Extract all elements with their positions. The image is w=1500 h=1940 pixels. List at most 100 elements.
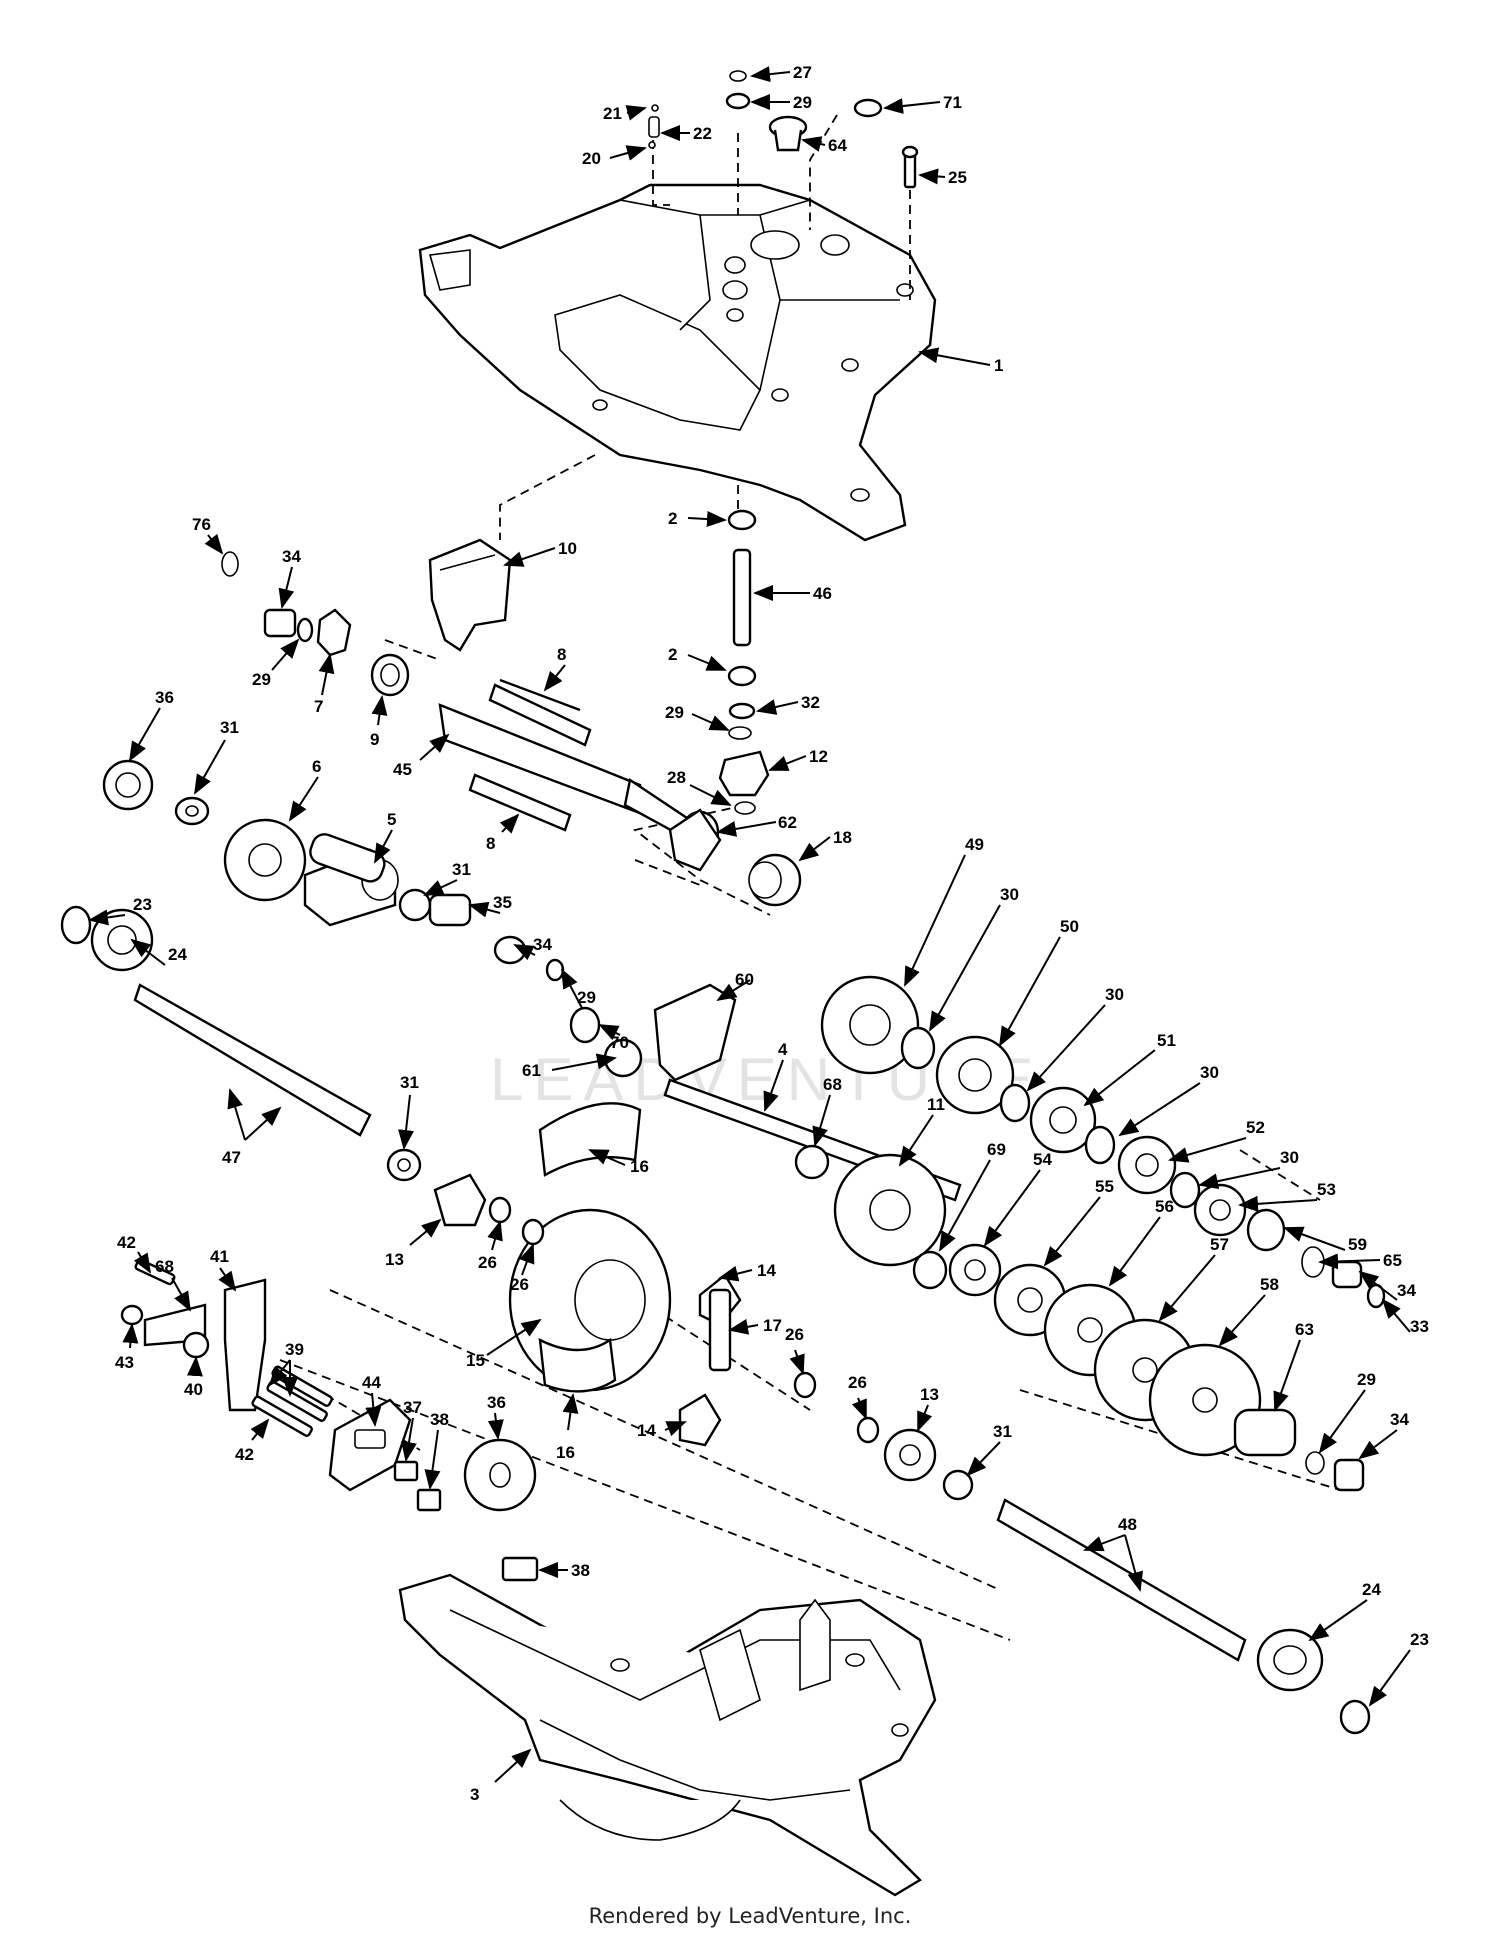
callout-31-right: 31 — [966, 1422, 1012, 1477]
svg-text:37: 37 — [403, 1398, 422, 1417]
svg-text:21: 21 — [603, 104, 622, 123]
callout-13-left: 13 — [385, 1218, 442, 1269]
callout-57: 57 — [1158, 1235, 1229, 1322]
callout-64: 64 — [801, 136, 847, 155]
svg-text:7: 7 — [314, 697, 323, 716]
callout-16-lower: 16 — [556, 1393, 579, 1462]
svg-text:43: 43 — [115, 1353, 134, 1372]
callout-61: 61 — [522, 1053, 617, 1080]
callout-26-d: 26 — [848, 1373, 867, 1420]
callout-23-left: 23 — [88, 895, 152, 926]
callout-11: 11 — [898, 1095, 945, 1167]
callout-26-b: 26 — [510, 1243, 535, 1294]
vertical-shaft-parts — [718, 509, 770, 815]
svg-text:26: 26 — [510, 1275, 529, 1294]
callout-23-right: 23 — [1368, 1630, 1429, 1707]
svg-text:16: 16 — [556, 1443, 575, 1462]
svg-text:36: 36 — [155, 688, 174, 707]
svg-text:33: 33 — [1410, 1317, 1429, 1336]
svg-text:32: 32 — [801, 693, 820, 712]
svg-text:8: 8 — [557, 645, 566, 664]
callout-62: 62 — [716, 813, 797, 837]
callout-38-upper: 38 — [424, 1410, 449, 1490]
svg-text:11: 11 — [927, 1095, 945, 1114]
svg-text:64: 64 — [828, 136, 847, 155]
svg-text:36: 36 — [487, 1393, 506, 1412]
svg-text:2: 2 — [668, 645, 677, 664]
callout-34-lower: 34 — [1358, 1410, 1409, 1460]
svg-text:17: 17 — [763, 1316, 782, 1335]
callout-30-a: 30 — [929, 885, 1019, 1032]
callout-28: 28 — [667, 768, 732, 806]
callout-34-mid: 34 — [513, 935, 552, 961]
callout-10: 10 — [503, 539, 577, 567]
callout-70: 70 — [598, 1024, 629, 1052]
svg-text:29: 29 — [577, 988, 596, 1007]
callout-49: 49 — [904, 835, 984, 987]
callout-40: 40 — [184, 1356, 203, 1399]
svg-text:53: 53 — [1317, 1180, 1336, 1199]
callout-46: 46 — [753, 584, 832, 603]
right-gear-stack — [820, 975, 1386, 1309]
svg-text:1: 1 — [994, 356, 1003, 375]
svg-text:26: 26 — [848, 1373, 867, 1392]
callout-18: 18 — [798, 828, 852, 862]
svg-text:41: 41 — [210, 1247, 229, 1266]
callout-6: 6 — [288, 757, 321, 822]
svg-text:5: 5 — [387, 810, 396, 829]
svg-text:26: 26 — [785, 1325, 804, 1344]
svg-text:4: 4 — [778, 1040, 788, 1059]
callout-9: 9 — [370, 695, 388, 749]
svg-text:20: 20 — [582, 149, 601, 168]
svg-text:14: 14 — [757, 1261, 776, 1280]
callout-34-left: 34 — [278, 547, 301, 609]
svg-text:8: 8 — [486, 834, 495, 853]
svg-text:34: 34 — [282, 547, 301, 566]
svg-text:71: 71 — [943, 93, 962, 112]
callout-52: 52 — [1168, 1118, 1265, 1163]
callouts: 27 29 71 21 22 64 20 25 1 2 10 76 34 29 … — [88, 63, 1429, 1804]
callout-41: 41 — [210, 1247, 237, 1292]
top-small-parts — [648, 70, 919, 189]
svg-text:28: 28 — [667, 768, 686, 787]
svg-text:14: 14 — [637, 1421, 656, 1440]
svg-text:46: 46 — [813, 584, 832, 603]
svg-text:31: 31 — [400, 1073, 419, 1092]
shift-linkage — [120, 1258, 539, 1582]
callout-20: 20 — [582, 145, 647, 168]
callout-65: 65 — [1318, 1251, 1402, 1270]
svg-text:31: 31 — [220, 718, 239, 737]
svg-text:16: 16 — [630, 1157, 649, 1176]
svg-text:24: 24 — [168, 945, 187, 964]
callout-29-top: 29 — [750, 93, 812, 112]
callout-5: 5 — [374, 810, 396, 864]
svg-text:38: 38 — [571, 1561, 590, 1580]
callout-43: 43 — [115, 1323, 139, 1372]
svg-text:30: 30 — [1280, 1148, 1299, 1167]
callout-58: 58 — [1218, 1275, 1279, 1347]
svg-text:29: 29 — [665, 703, 684, 722]
callout-39: 39 — [268, 1340, 304, 1397]
svg-text:60: 60 — [735, 970, 754, 989]
svg-text:10: 10 — [558, 539, 577, 558]
lower-housing — [398, 1573, 937, 1897]
svg-text:50: 50 — [1060, 917, 1079, 936]
svg-text:68: 68 — [823, 1075, 842, 1094]
svg-text:68: 68 — [155, 1257, 174, 1276]
svg-text:38: 38 — [430, 1410, 449, 1429]
main-shaft — [438, 678, 802, 907]
svg-text:2: 2 — [668, 509, 677, 528]
differential-parts — [488, 1196, 974, 1501]
callout-69: 69 — [939, 1140, 1006, 1252]
callout-8-upper: 8 — [543, 645, 566, 692]
callout-60: 60 — [716, 970, 754, 1002]
callout-4: 4 — [763, 1040, 788, 1112]
svg-text:29: 29 — [252, 670, 271, 689]
svg-text:22: 22 — [693, 124, 712, 143]
callout-22: 22 — [660, 124, 712, 143]
svg-text:13: 13 — [385, 1250, 404, 1269]
callout-26-c: 26 — [785, 1325, 805, 1375]
callout-44: 44 — [362, 1373, 381, 1427]
callout-30-b: 30 — [1026, 985, 1124, 1092]
callout-42-lower: 42 — [235, 1418, 270, 1464]
